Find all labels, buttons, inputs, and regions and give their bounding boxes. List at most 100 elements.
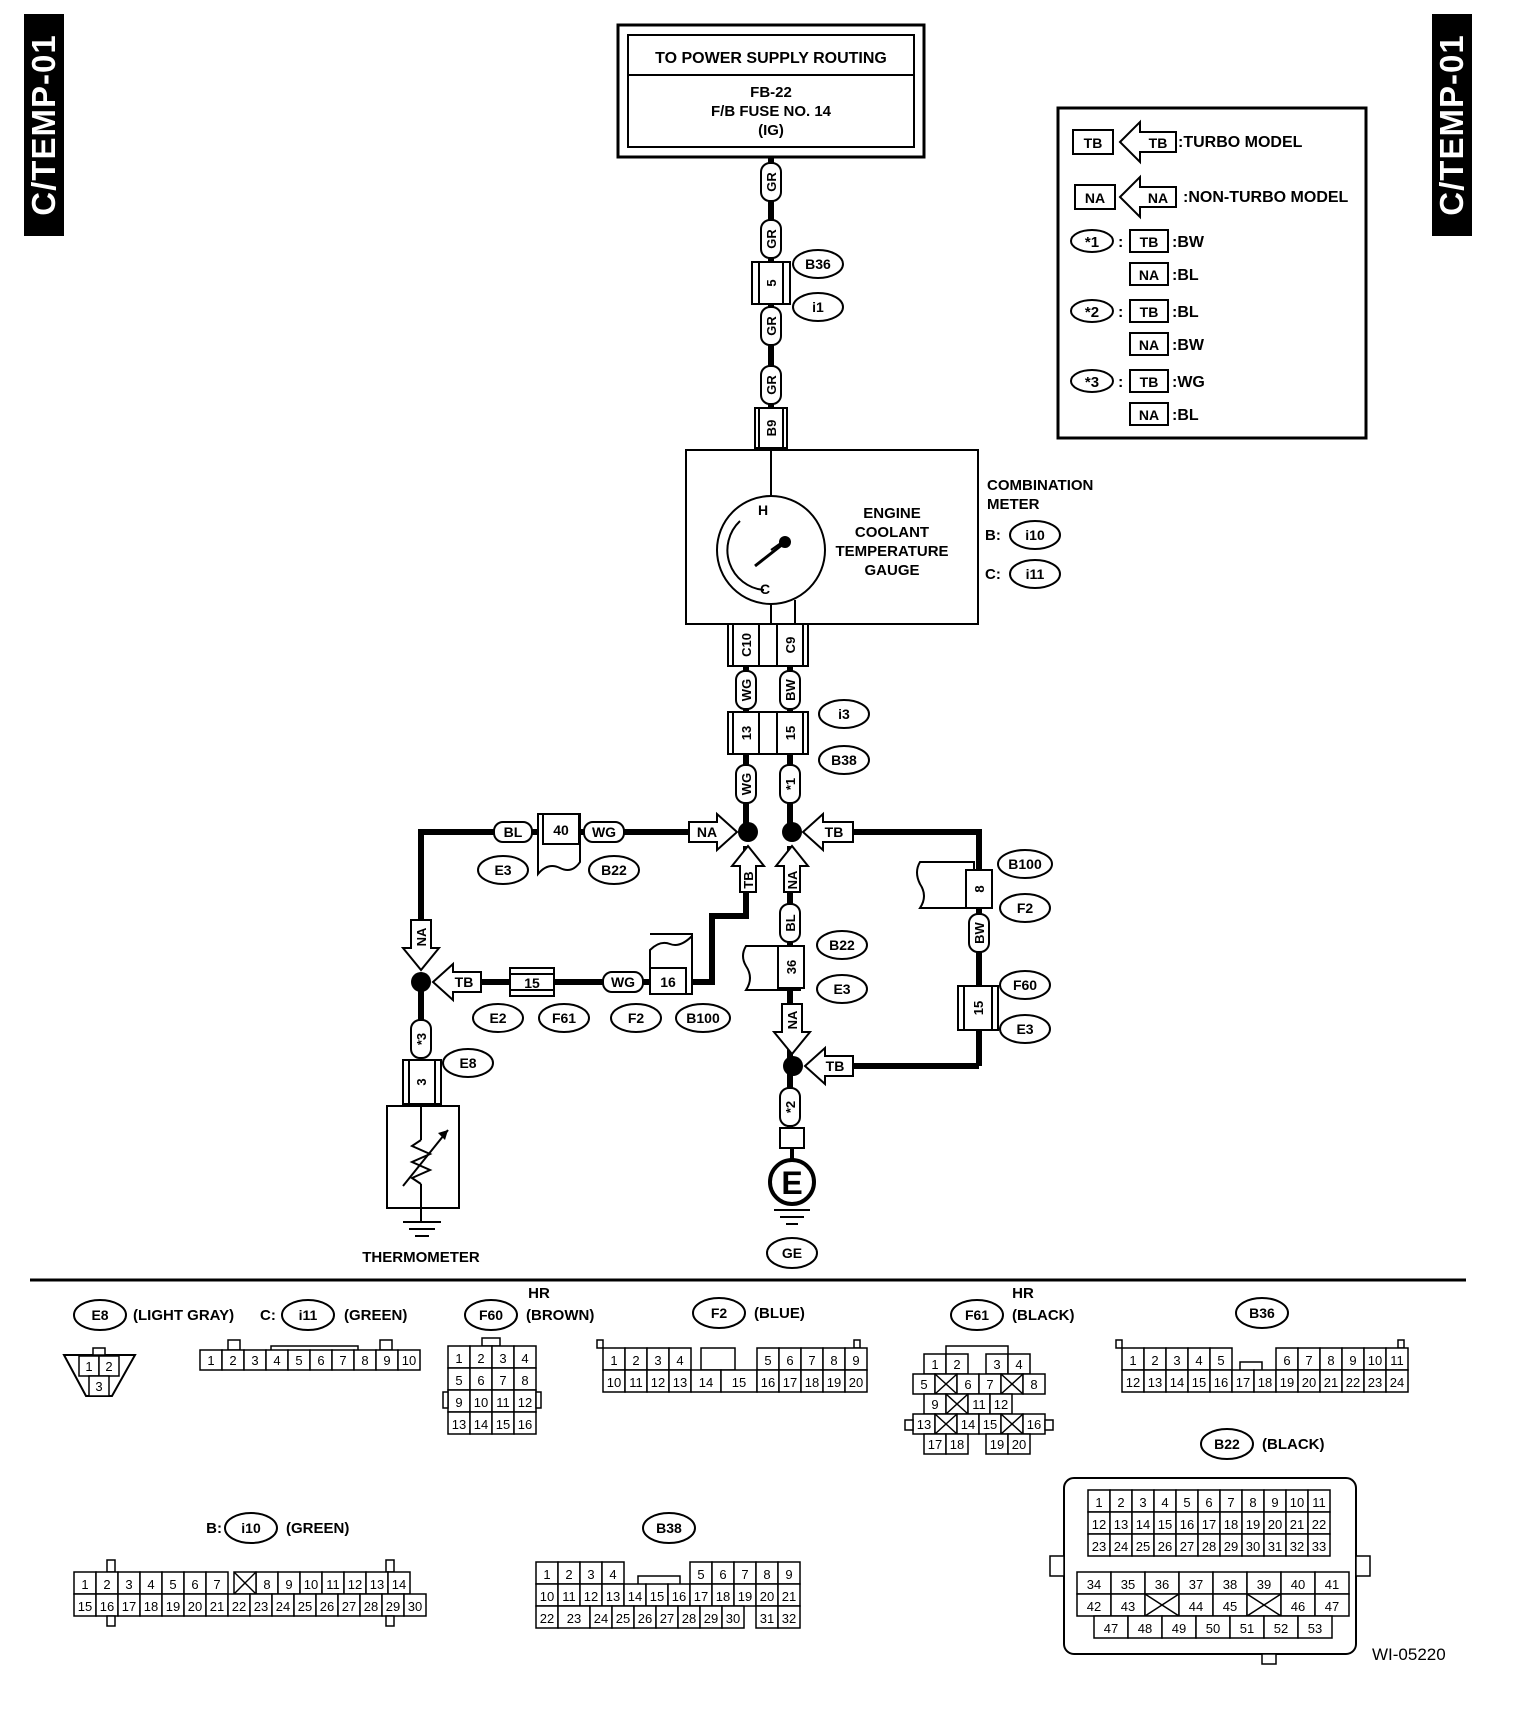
view-b22-pin-51: 51 (1240, 1621, 1254, 1636)
legend-colon-3: : (1118, 374, 1123, 391)
view-i11-pin-3: 3 (251, 1353, 258, 1368)
view-f61-id: F61 (965, 1307, 989, 1323)
view-f61-void-c-x2 (945, 1393, 969, 1415)
view-f60-pin-9: 9 (455, 1395, 462, 1410)
gauge-h: H (758, 502, 768, 518)
conn-id-i1: i1 (812, 299, 824, 315)
wire-gr-2: GR (764, 229, 779, 249)
view-b36-pin-19: 19 (1280, 1375, 1294, 1390)
power-supply-fuse-box: FB-22 (750, 84, 792, 101)
view-i10-pin-23: 23 (254, 1599, 268, 1614)
view-f61-pin-8-cell (1022, 1373, 1046, 1395)
view-b22-pin-2: 2 (1117, 1495, 1124, 1510)
pin-15-right: 15 (971, 1001, 986, 1015)
arrow-tb-1: TB (825, 824, 844, 840)
ground-e-icon (768, 1158, 816, 1206)
meter-name-line4: GAUGE (864, 562, 919, 579)
tb-left-arrow-ground-icon (803, 1045, 854, 1087)
view-i10-pin-25: 25 (298, 1599, 312, 1614)
view-b38-pin-4: 4 (609, 1567, 616, 1582)
view-b22-pin-33-cell (1307, 1533, 1331, 1557)
legend-box: TB TB :TURBO MODEL NA NA :NON-TURBO MODE… (1056, 106, 1368, 440)
view-f61-pin-1: 1 (931, 1357, 938, 1372)
view-f61-pin-15: 15 (983, 1417, 997, 1432)
view-b36-pin-23: 23 (1368, 1375, 1382, 1390)
view-b36-pin-6: 6 (1283, 1353, 1290, 1368)
view-f60-hr: HR (528, 1285, 550, 1302)
arrow-tb-thermo: TB (455, 974, 474, 990)
view-i10-pin-26: 26 (320, 1599, 334, 1614)
view-b38-pin-26: 26 (638, 1611, 652, 1626)
view-i11-pin-9: 9 (383, 1353, 390, 1368)
view-b22-pin-31: 31 (1268, 1539, 1282, 1554)
view-b22-id-oval (1200, 1428, 1254, 1460)
view-b36-tab-l (1115, 1339, 1123, 1349)
view-f61-pin-16: 16 (1027, 1417, 1041, 1432)
view-b22-pin-29: 29 (1224, 1539, 1238, 1554)
view-b36-pin-18: 18 (1258, 1375, 1272, 1390)
legend-row-3-value: :BL (1172, 304, 1199, 321)
wire-wg-1: WG (739, 679, 754, 701)
view-i10-pin-9: 9 (285, 1577, 292, 1592)
view-f60-id: F60 (479, 1307, 503, 1323)
view-b38-pin-30-cell (721, 1605, 745, 1629)
arrow-tb-up: TB (741, 871, 756, 888)
view-b38-pin-27: 27 (660, 1611, 674, 1626)
view-b38-pin-28: 28 (682, 1611, 696, 1626)
view-b22-pin-9: 9 (1271, 1495, 1278, 1510)
pin-3: 3 (414, 1078, 429, 1085)
view-b22-pin-11: 11 (1312, 1495, 1326, 1510)
view-b38-pin-29: 29 (704, 1611, 718, 1626)
side-tab-right: C/TEMP-01 (1432, 14, 1472, 236)
arrow-na-up: NA (785, 870, 800, 889)
view-i11-tab-r (379, 1339, 393, 1351)
pin-b9: B9 (764, 420, 779, 437)
view-b36-pin-9: 9 (1349, 1353, 1356, 1368)
view-b22-pin-53: 53 (1308, 1621, 1322, 1636)
legend-mark-2: *2 (1085, 304, 1099, 321)
legend-na-arrow-icon (1118, 174, 1177, 220)
view-f60-latch-r (535, 1391, 542, 1409)
view-i10-pin-7: 7 (213, 1577, 220, 1592)
pin-16: 16 (660, 974, 676, 990)
view-b38-pin-32-cell (777, 1605, 801, 1629)
view-b36-pin-2: 2 (1151, 1353, 1158, 1368)
view-b22-pin-16: 16 (1180, 1517, 1194, 1532)
meter-name-line3: TEMPERATURE (835, 543, 948, 560)
view-b22-pin-7: 7 (1227, 1495, 1234, 1510)
pin-c10: C10 (739, 633, 754, 657)
view-f61-pin-18: 18 (950, 1437, 964, 1452)
view-b22-key (1261, 1653, 1277, 1665)
view-b36-pin-21: 21 (1324, 1375, 1338, 1390)
view-f60-pin-8: 8 (521, 1373, 528, 1388)
junction-wg (738, 822, 758, 842)
view-i10-pin-16: 16 (100, 1599, 114, 1614)
view-e8-pin-3: 3 (95, 1379, 102, 1394)
view-i11-prefix: C: (260, 1307, 276, 1324)
view-i10-tab-bl (106, 1615, 116, 1627)
view-i10-pin-24: 24 (276, 1599, 290, 1614)
view-b38-pin-17: 17 (694, 1589, 708, 1604)
meter-title-line1: COMBINATION (987, 477, 1093, 494)
view-i10-pin-1: 1 (81, 1577, 88, 1592)
view-f61-pin-3: 3 (993, 1357, 1000, 1372)
model-arrows (400, 811, 854, 1087)
view-b22-void-5-x2 (1246, 1593, 1282, 1617)
view-f2-pin-5: 5 (764, 1353, 771, 1368)
arrow-tb-ground: TB (826, 1058, 845, 1074)
view-f61-pin-14: 14 (961, 1417, 975, 1432)
view-b22-pin-40: 40 (1291, 1577, 1305, 1592)
view-e8-id-oval (73, 1299, 127, 1331)
view-b38-pin-19: 19 (738, 1589, 752, 1604)
legend-row-3-tag: TB (1140, 304, 1159, 320)
view-b38-pin-9: 9 (785, 1567, 792, 1582)
view-i10-prefix: B: (206, 1520, 222, 1537)
legend-row-6-tag: NA (1139, 407, 1159, 423)
view-f2-pin-18: 18 (805, 1375, 819, 1390)
view-b36-pin-20: 20 (1302, 1375, 1316, 1390)
view-b36-id: B36 (1249, 1305, 1275, 1321)
view-b22-pin-38: 38 (1223, 1577, 1237, 1592)
view-b38-pin-24: 24 (594, 1611, 608, 1626)
view-b36-pin-24: 24 (1390, 1375, 1404, 1390)
view-f61-pin-4: 4 (1015, 1357, 1022, 1372)
